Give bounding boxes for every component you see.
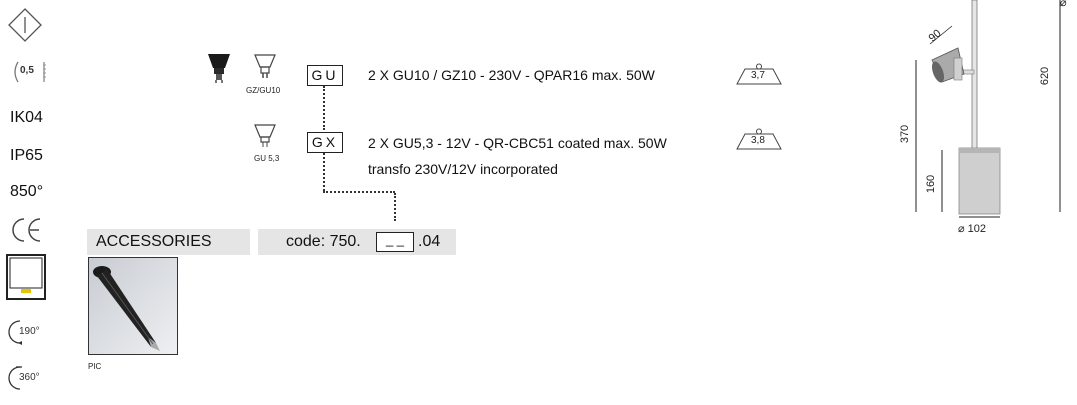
class-ii-icon <box>8 8 42 42</box>
total-height-dimension: 620 <box>1039 66 1052 86</box>
weight-value: 3,8 <box>751 135 765 146</box>
socket-label: GZ/GU10 <box>246 86 281 95</box>
spike-accessory-image <box>88 257 178 355</box>
distance-rating: 0,5 <box>10 59 50 85</box>
accessories-title: ACCESSORIES <box>87 229 250 255</box>
connector-dots <box>323 153 325 191</box>
gu53-socket-icon <box>254 124 276 147</box>
lamp-spec: 2 X GU5,3 - 12V - QR-CBC51 coated max. 5… <box>368 135 667 151</box>
light-cone-icon <box>14 61 46 83</box>
dimension-drawing <box>915 0 1061 218</box>
temperature-rating: 850° <box>10 183 44 200</box>
connector-dots <box>323 191 395 193</box>
code-blank-box: _ _ <box>376 232 414 252</box>
lamp-code-box: GX <box>307 132 343 153</box>
lamp-spec-note: transfo 230V/12V incorporated <box>368 161 558 177</box>
connector-dots <box>323 86 325 130</box>
rotation-360: 360° <box>8 364 50 392</box>
rotation-arc-icon <box>8 366 22 390</box>
base-height-dimension: 160 <box>925 174 938 194</box>
weight-icon <box>736 128 782 150</box>
weight-badge: 3,7 <box>736 63 782 85</box>
ce-mark-icon <box>12 218 41 242</box>
rotation-360-value: 360° <box>19 372 40 383</box>
diameter-dimension: ⌀ 102 <box>958 223 987 235</box>
weight-icon <box>736 63 782 85</box>
order-code: code: 750. _ _ .04 <box>258 229 456 255</box>
rotation-190: 190° <box>8 318 50 346</box>
code-prefix: code: 750. <box>286 233 361 250</box>
recessed-light-icon <box>6 254 46 300</box>
height-dimension: 370 <box>899 124 912 144</box>
rotation-190-value: 190° <box>19 326 40 337</box>
code-suffix: .04 <box>418 233 441 250</box>
diameter-symbol: ⌀ <box>1060 0 1067 9</box>
code-blank: _ _ <box>385 232 405 247</box>
ip-rating: IP65 <box>10 147 43 164</box>
accessories-title-text: ACCESSORIES <box>96 233 212 250</box>
weight-badge: 3,8 <box>736 128 782 150</box>
ik-rating: IK04 <box>10 109 43 126</box>
gu10-socket-icon <box>254 54 276 78</box>
lamp-code-box: GU <box>307 65 343 86</box>
lamp-spec: 2 X GU10 / GZ10 - 230V - QPAR16 max. 50W <box>368 67 655 83</box>
rotation-arc-icon <box>8 320 22 345</box>
weight-value: 3,7 <box>751 70 765 81</box>
connector-dots <box>394 193 396 221</box>
accessory-label: PIC <box>88 362 102 371</box>
distance-value: 0,5 <box>20 65 34 76</box>
led-lamp-icon <box>208 54 230 83</box>
socket-label: GU 5,3 <box>254 154 280 163</box>
